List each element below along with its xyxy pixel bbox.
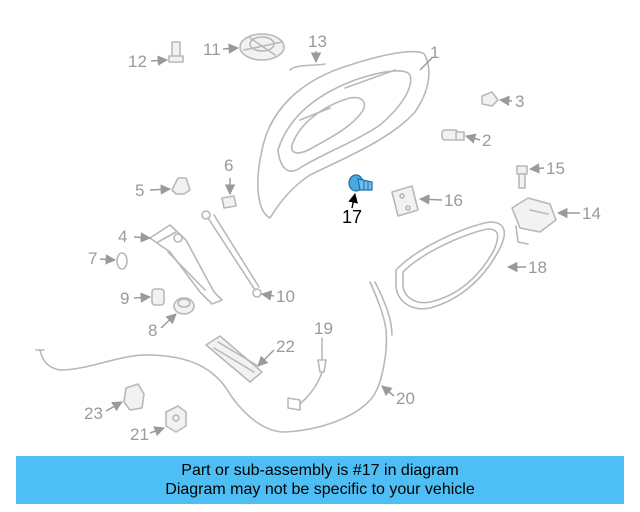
label-1: 1 xyxy=(430,43,439,62)
part-12 xyxy=(168,41,184,63)
part-21 xyxy=(165,405,187,433)
label-23: 23 xyxy=(84,404,103,423)
part-3 xyxy=(481,91,499,107)
label-6: 6 xyxy=(224,156,233,175)
label-10: 10 xyxy=(276,287,295,306)
window-part-18 xyxy=(395,221,506,310)
part-2 xyxy=(441,129,465,141)
hinge-part-4 xyxy=(149,224,223,305)
label-3: 3 xyxy=(515,92,524,111)
part-23 xyxy=(123,383,145,411)
trunk-lid-part-1 xyxy=(257,50,433,219)
label-15: 15 xyxy=(546,159,565,178)
part-9 xyxy=(151,288,165,306)
part-6 xyxy=(221,178,237,209)
part-17-highlighted xyxy=(348,174,373,209)
part-8 xyxy=(173,297,195,315)
label-14: 14 xyxy=(582,204,601,223)
part-7 xyxy=(116,252,128,270)
label-19: 19 xyxy=(314,319,333,338)
label-13: 13 xyxy=(308,32,327,51)
label-11: 11 xyxy=(203,40,221,59)
label-2: 2 xyxy=(482,131,491,150)
label-12: 12 xyxy=(128,52,147,71)
label-20: 20 xyxy=(396,389,415,408)
banner-line-1: Part or sub-assembly is #17 in diagram xyxy=(181,462,459,479)
part-5 xyxy=(171,177,191,195)
cable-part-20 xyxy=(35,281,393,433)
label-5: 5 xyxy=(135,181,144,200)
banner-line-2: Diagram may not be specific to your vehi… xyxy=(165,481,475,498)
label-8: 8 xyxy=(148,321,157,340)
part-19 xyxy=(317,337,327,373)
gas-strut-part-10 xyxy=(201,210,262,298)
part-22 xyxy=(205,335,263,383)
label-4: 4 xyxy=(118,227,127,246)
part-16 xyxy=(391,185,419,217)
part-15 xyxy=(516,165,528,189)
label-21: 21 xyxy=(130,425,149,444)
info-banner: Part or sub-assembly is #17 in diagram D… xyxy=(16,456,624,504)
part-11 xyxy=(239,33,285,61)
label-7: 7 xyxy=(88,249,97,268)
parts-diagram: 1 2 3 4 5 6 7 8 9 10 11 12 13 14 15 16 1… xyxy=(35,32,601,444)
latch-part-14 xyxy=(511,197,557,245)
label-16: 16 xyxy=(444,191,463,210)
part-13 xyxy=(289,63,326,71)
label-18: 18 xyxy=(528,258,547,277)
label-17: 17 xyxy=(342,207,362,227)
label-9: 9 xyxy=(120,289,129,308)
label-22: 22 xyxy=(276,337,295,356)
